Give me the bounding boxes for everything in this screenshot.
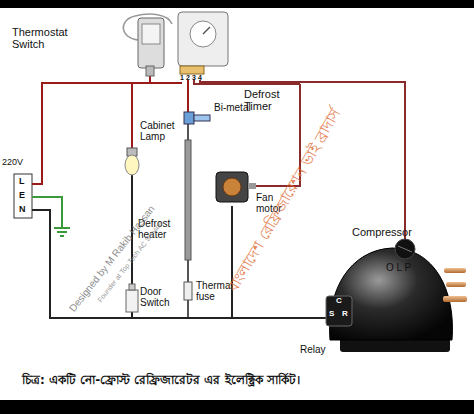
thermostat-symbol	[123, 14, 172, 76]
fan-wire	[231, 206, 233, 318]
part-label: O L P	[386, 262, 411, 273]
voltage-label: 220V	[2, 158, 23, 168]
pin-name: S	[329, 310, 334, 319]
part-label: Thermostat Switch	[12, 26, 84, 50]
bimetal-symbol	[184, 112, 210, 124]
pin-name: C	[336, 297, 342, 306]
terminal-name: L	[19, 177, 25, 187]
figure-caption: চিত্র: একটি নো-ফ্রোস্ট রেফ্রিজারেটর এর ই…	[22, 374, 462, 387]
pin-number: 4	[198, 74, 202, 82]
part-label: Door Switch	[140, 286, 180, 308]
door-switch-symbol	[126, 284, 138, 312]
defrost-timer-symbol	[178, 12, 228, 74]
fan-motor-symbol	[216, 172, 256, 202]
ground-symbol	[54, 228, 70, 236]
heater-wire	[187, 80, 189, 112]
thermal-fuse-symbol	[184, 282, 192, 300]
pin-number: 1	[180, 74, 184, 82]
supply-terminal	[14, 174, 32, 218]
earth-wire	[32, 197, 62, 228]
thermostat-wire	[149, 76, 151, 83]
lamp-wire	[131, 83, 133, 148]
frame-bar	[0, 0, 474, 8]
lamp-symbol	[125, 148, 139, 175]
part-label: Defrost Timer	[244, 88, 292, 112]
pin-name: R	[342, 310, 348, 319]
part-label: Thermal fuse	[196, 280, 228, 302]
part-label: Relay	[300, 344, 326, 355]
part-label: Compressor	[352, 226, 412, 238]
pin-number: 3	[192, 74, 196, 82]
frame-bar	[0, 400, 474, 414]
part-label: Cabinet Lamp	[140, 120, 184, 142]
part-label: Bi-metal	[214, 102, 251, 113]
terminal-name: N	[19, 205, 26, 215]
terminal-name: E	[19, 191, 25, 201]
compressor-symbol	[326, 248, 467, 352]
olp-symbol	[395, 239, 415, 259]
pin-number: 2	[186, 74, 190, 82]
heater-symbol	[185, 140, 191, 260]
